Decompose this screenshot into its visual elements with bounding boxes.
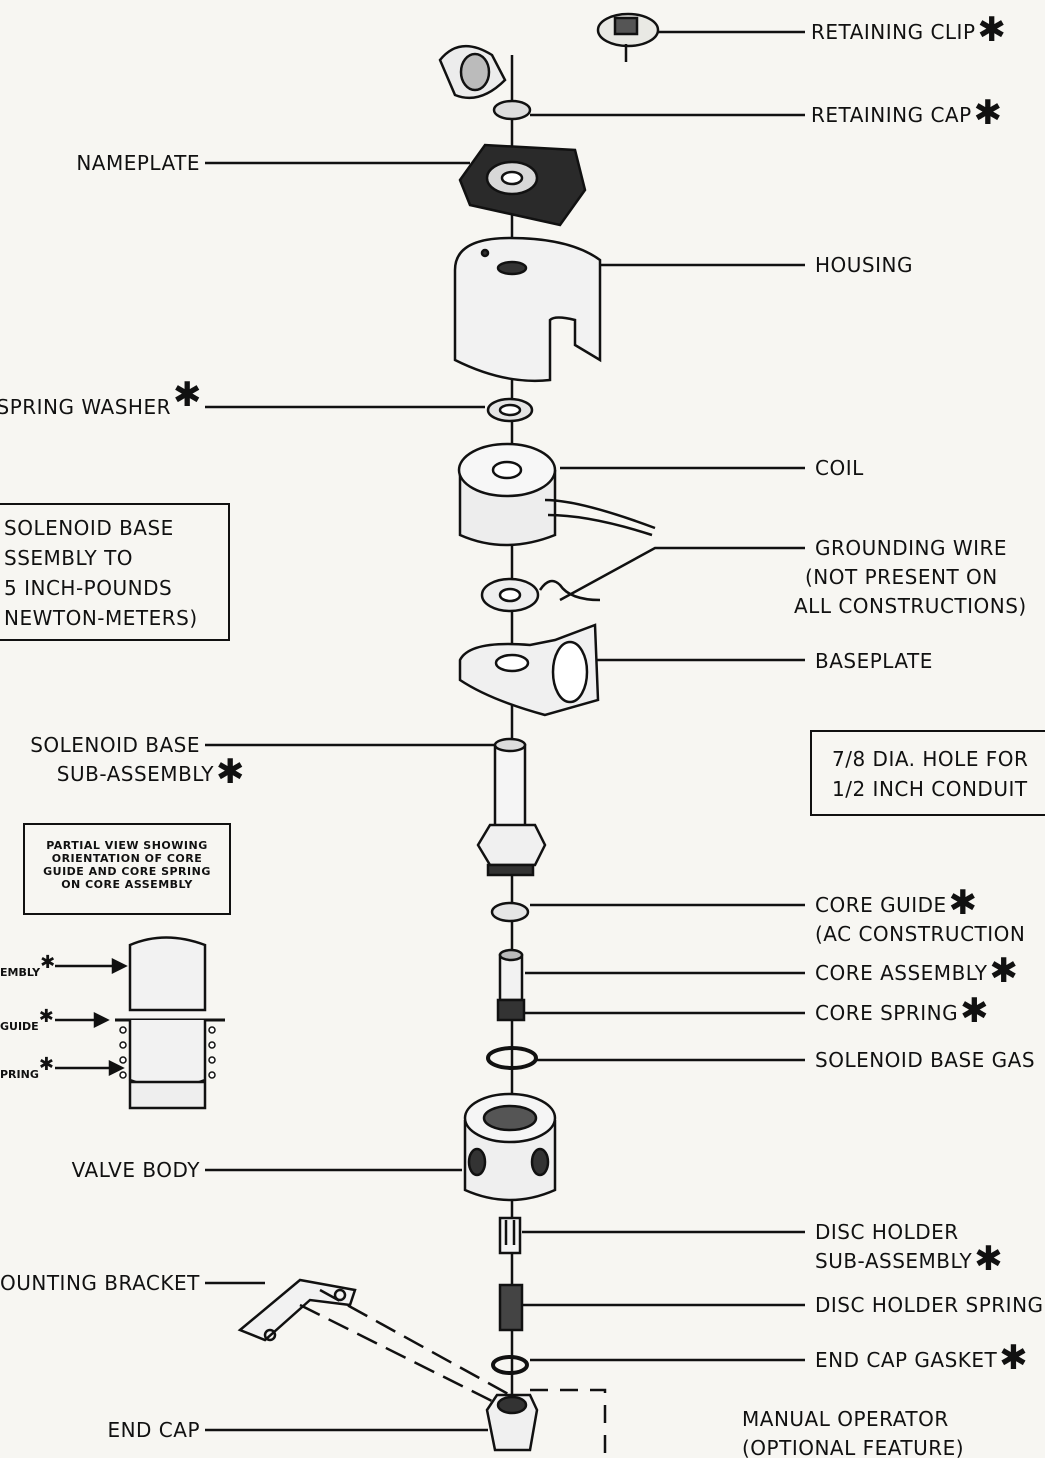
solenoid-base-part	[476, 737, 547, 877]
inset-label-guide: GUIDE✱	[0, 1006, 54, 1035]
label-solenoid-base-2: SUB-ASSEMBLY✱	[56, 755, 245, 789]
label-end-cap: END CAP	[107, 1418, 200, 1442]
label-text: SUB-ASSEMBLY	[815, 1249, 973, 1273]
label-nameplate: NAMEPLATE	[76, 151, 200, 175]
asterisk-icon: ✱	[173, 375, 202, 415]
retaining-clip-part	[596, 12, 660, 62]
label-mounting-bracket: OUNTING BRACKET	[0, 1271, 200, 1295]
label-text: SPRING WASHER	[0, 395, 171, 419]
label-housing: HOUSING	[815, 253, 913, 277]
label-manual-operator-1: MANUAL OPERATOR	[742, 1407, 949, 1431]
label-text: RETAINING CLIP	[811, 20, 976, 44]
asterisk-icon: ✱	[38, 1054, 54, 1075]
label-manual-operator-2: (OPTIONAL FEATURE)	[742, 1436, 965, 1458]
torque-note-box: SOLENOID BASE SSEMBLY TO 5 INCH-POUNDS N…	[0, 503, 230, 641]
baseplate-part	[458, 623, 600, 717]
core-assembly-part	[496, 948, 526, 1022]
disc-holder-spring-part	[498, 1283, 524, 1332]
retaining-cap-part	[438, 45, 532, 121]
label-disc-holder-2: SUB-ASSEMBLY✱	[815, 1242, 1003, 1276]
asterisk-icon: ✱	[989, 951, 1019, 991]
label-text: END CAP GASKET	[815, 1348, 998, 1372]
label-grounding-wire-1: GROUNDING WIRE	[815, 536, 1008, 560]
label-spring-washer: SPRING WASHER✱	[0, 378, 202, 422]
manual-operator-dashed-outline	[530, 1388, 607, 1458]
inset-label-text: PRING	[0, 1068, 39, 1081]
label-solenoid-base-1: SOLENOID BASE	[30, 733, 200, 757]
inset-label-text: EMBLY	[0, 966, 41, 979]
partial-view-caption-box: PARTIAL VIEW SHOWING ORIENTATION OF CORE…	[23, 823, 231, 915]
leader-grounding-wire	[559, 546, 805, 602]
asterisk-icon: ✱	[948, 883, 978, 923]
coil-part	[457, 442, 656, 547]
asterisk-icon: ✱	[38, 1006, 54, 1027]
label-coil: COIL	[815, 456, 864, 480]
label-grounding-wire-2: (NOT PRESENT ON	[805, 565, 998, 589]
label-core-assembly: CORE ASSEMBLY✱	[815, 954, 1019, 988]
label-disc-holder-spring: DISC HOLDER SPRING	[815, 1293, 1044, 1317]
inset-label-spring: PRING✱	[0, 1054, 54, 1083]
label-text: SUB-ASSEMBLY	[56, 762, 214, 786]
end-cap-gasket-part	[491, 1355, 529, 1375]
mounting-bracket-part	[237, 1278, 511, 1407]
solenoid-base-gasket-part	[486, 1046, 538, 1070]
asterisk-icon: ✱	[216, 752, 245, 792]
inset-label-text: GUIDE	[0, 1020, 39, 1033]
asterisk-icon: ✱	[973, 93, 1003, 133]
asterisk-icon: ✱	[977, 10, 1007, 50]
disc-holder-part	[498, 1216, 522, 1255]
label-grounding-wire-3: ALL CONSTRUCTIONS)	[794, 594, 1027, 618]
label-disc-holder-1: DISC HOLDER	[815, 1220, 959, 1244]
core-guide-part	[490, 901, 530, 923]
label-solenoid-base-gasket: SOLENOID BASE GAS	[815, 1048, 1036, 1072]
inset-partial-view-drawing	[55, 936, 225, 1110]
asterisk-icon: ✱	[974, 1239, 1004, 1279]
inset-label-assembly: EMBLY✱	[0, 952, 55, 981]
asterisk-icon: ✱	[40, 952, 56, 973]
label-end-cap-gasket: END CAP GASKET✱	[815, 1341, 1028, 1375]
asterisk-icon: ✱	[960, 991, 990, 1031]
label-text: CORE GUIDE	[815, 893, 947, 917]
label-text: RETAINING CAP	[811, 103, 972, 127]
label-core-guide-note: (AC CONSTRUCTION	[815, 922, 1026, 946]
valve-body-part	[463, 1092, 557, 1202]
label-retaining-clip: RETAINING CLIP✱	[811, 13, 1007, 47]
label-core-spring: CORE SPRING✱	[815, 994, 989, 1028]
conduit-note-box: 7/8 DIA. HOLE FOR 1/2 INCH CONDUIT	[810, 730, 1045, 816]
label-retaining-cap: RETAINING CAP✱	[811, 96, 1003, 130]
label-core-guide: CORE GUIDE✱	[815, 886, 978, 920]
asterisk-icon: ✱	[999, 1338, 1029, 1378]
label-text: CORE ASSEMBLY	[815, 961, 988, 985]
nameplate-part	[458, 143, 587, 227]
end-cap-part	[485, 1393, 539, 1452]
label-valve-body: VALVE BODY	[71, 1158, 200, 1182]
housing-part	[453, 236, 602, 383]
label-baseplate: BASEPLATE	[815, 649, 933, 673]
grounding-washer-part	[480, 577, 601, 613]
label-text: CORE SPRING	[815, 1001, 959, 1025]
